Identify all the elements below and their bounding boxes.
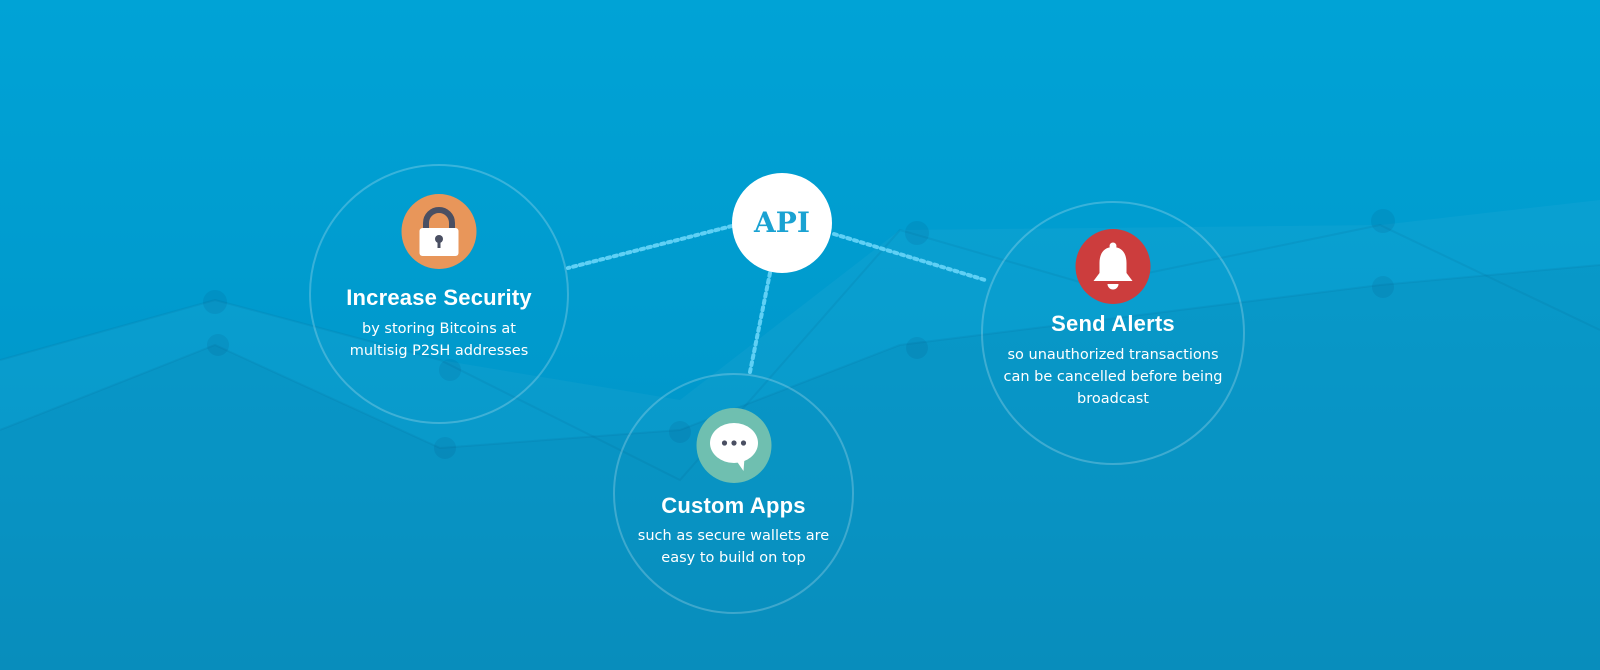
connector-alerts [832, 232, 987, 282]
connector-security [566, 224, 734, 270]
connector-apps [748, 271, 772, 374]
feature-title: Custom Apps [661, 493, 806, 518]
api-hub: API [732, 173, 832, 273]
feature-send-alerts: Send Alerts so unauthorized transactions… [981, 201, 1245, 465]
feature-title: Increase Security [346, 285, 532, 310]
feature-increase-security: Increase Security by storing Bitcoins at… [309, 164, 569, 424]
background-dot [905, 221, 929, 245]
chat-bubble-icon [696, 408, 771, 483]
background-line-upper [0, 223, 1600, 482]
background-dot [207, 334, 229, 356]
feature-description: so unauthorized transactions can be canc… [1003, 347, 1223, 407]
background-dot [906, 337, 928, 359]
feature-description: such as secure wallets are easy to build… [637, 528, 830, 566]
feature-custom-apps: Custom Apps such as secure wallets are e… [613, 373, 854, 614]
background-dot [1371, 209, 1395, 233]
background-dot [434, 437, 456, 459]
feature-description: by storing Bitcoins at multisig P2SH add… [349, 321, 529, 359]
feature-title: Send Alerts [1051, 311, 1175, 336]
bell-icon [1075, 229, 1151, 304]
api-hub-label: API [754, 206, 810, 239]
lock-icon [401, 194, 477, 269]
background-dot [203, 290, 227, 314]
background-dot [1372, 276, 1394, 298]
connectors [566, 224, 987, 374]
